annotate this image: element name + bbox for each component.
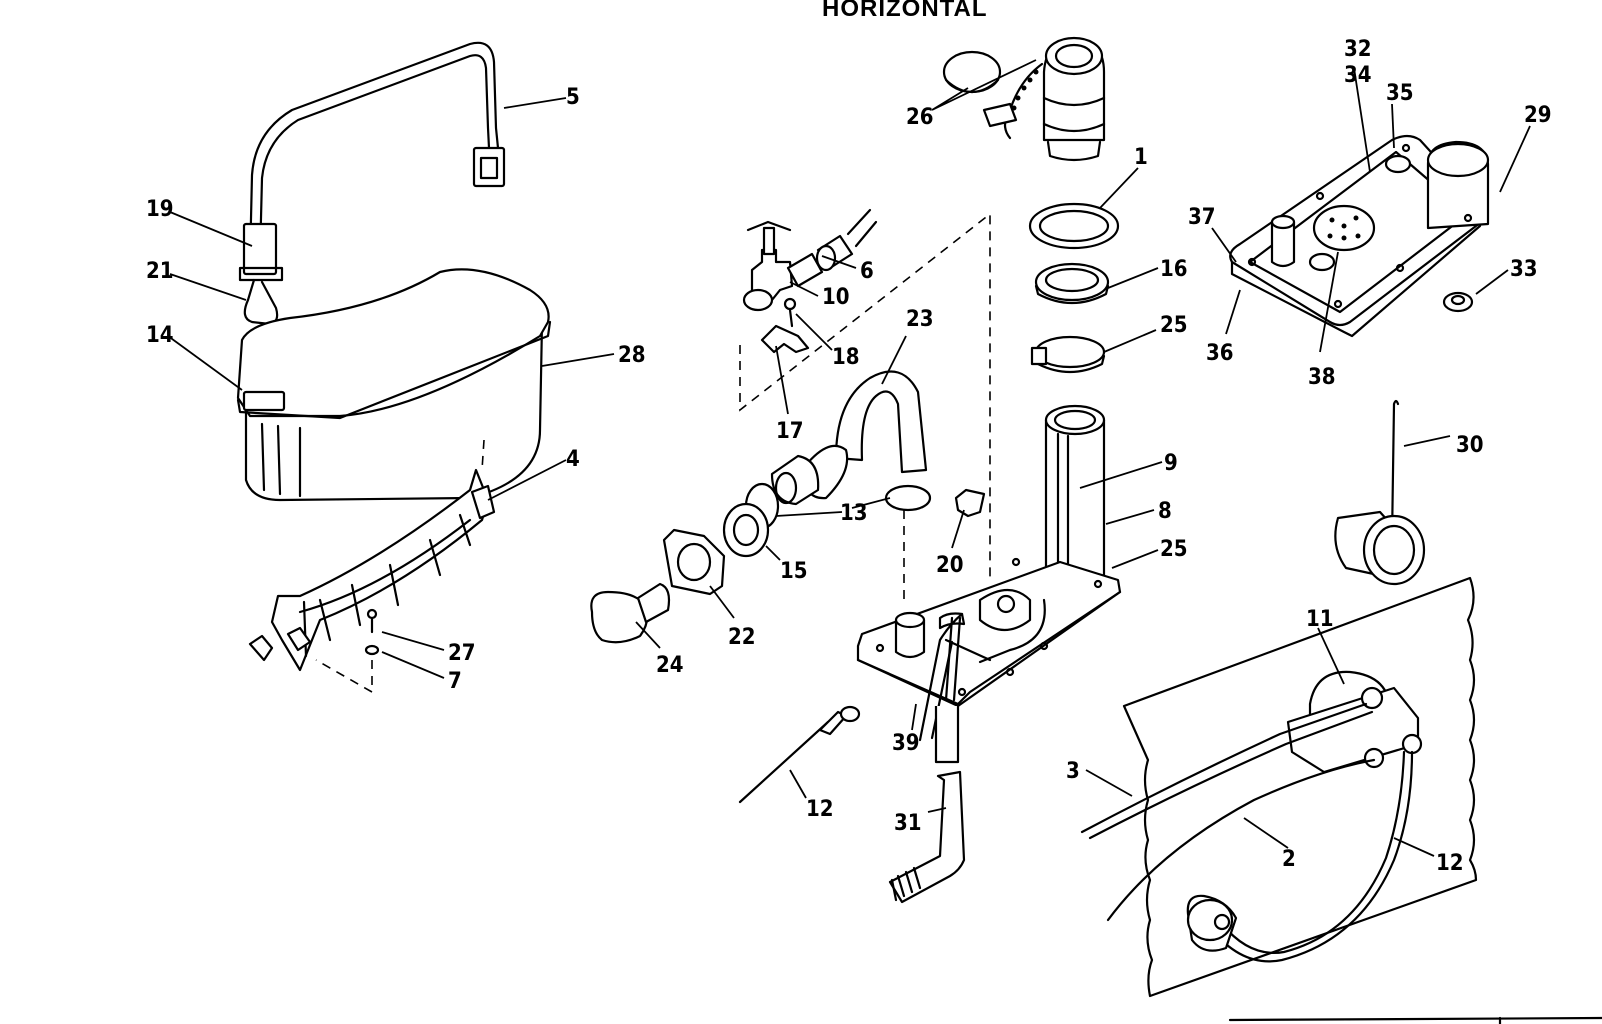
callout-22: 22 — [728, 625, 756, 650]
part-16-seal — [1034, 262, 1110, 304]
callout-9: 9 — [1164, 451, 1178, 476]
grommet-lower — [1186, 894, 1238, 952]
part-11-switch — [1286, 670, 1423, 774]
callout-13: 13 — [840, 501, 868, 526]
callout-26: 26 — [906, 105, 934, 130]
part-15-grommet — [722, 502, 770, 558]
callout-25-lower: 25 — [1160, 537, 1188, 562]
part-23-fuel-hose — [834, 370, 928, 474]
callout-14: 14 — [146, 323, 174, 348]
part-30-fuel-gauge — [1334, 399, 1426, 586]
part-13-hose-clamp-2 — [884, 484, 932, 512]
part-5-tank-strap — [238, 41, 506, 282]
callout-1: 1 — [1134, 145, 1148, 170]
part-3-wire — [1080, 702, 1368, 834]
part-22-gasket-plate — [662, 528, 726, 596]
engine-panel — [1122, 576, 1478, 998]
part-12-wire-right — [1210, 750, 1414, 963]
callout-37: 37 — [1188, 205, 1216, 230]
callout-7: 7 — [448, 669, 462, 694]
callout-36: 36 — [1206, 341, 1234, 366]
part-21-hook — [243, 278, 279, 326]
callout-33: 33 — [1510, 257, 1538, 282]
part-33-nut — [1442, 291, 1474, 313]
part-24-cap-knob — [590, 582, 671, 644]
callout-31: 31 — [894, 811, 922, 836]
part-29-cover-plate — [1229, 134, 1490, 338]
part-25-hose-clamp-upper — [1030, 335, 1106, 374]
callout-4: 4 — [566, 447, 580, 472]
diagram-title: HORIZONTAL — [822, 0, 988, 22]
fuel-sender-plate — [856, 557, 1122, 708]
callout-34: 34 — [1344, 63, 1372, 88]
callout-27: 27 — [448, 641, 476, 666]
callout-23: 23 — [906, 307, 934, 332]
callout-12-right: 12 — [1436, 851, 1464, 876]
callout-8: 8 — [1158, 499, 1172, 524]
callout-30: 30 — [1456, 433, 1484, 458]
callout-20: 20 — [936, 553, 964, 578]
part-17-clip — [760, 324, 810, 354]
callout-6: 6 — [860, 259, 874, 284]
part-7-washer — [364, 644, 380, 656]
callout-18: 18 — [832, 345, 860, 370]
callout-17: 17 — [776, 419, 804, 444]
callout-16: 16 — [1160, 257, 1188, 282]
part-39-pickup-tube — [918, 612, 964, 742]
callout-10: 10 — [822, 285, 850, 310]
part-4-tank-bracket — [248, 468, 496, 672]
callout-3: 3 — [1066, 759, 1080, 784]
callout-12-left: 12 — [806, 797, 834, 822]
part-26-filler-cap — [942, 36, 1106, 162]
part-12-wire — [738, 705, 861, 804]
part-18-screw — [783, 297, 797, 328]
part-27-screw — [366, 608, 378, 634]
part-20-clip — [954, 488, 986, 518]
callout-15: 15 — [780, 559, 808, 584]
callout-35: 35 — [1386, 81, 1414, 106]
callout-38: 38 — [1308, 365, 1336, 390]
callout-21: 21 — [146, 259, 174, 284]
callout-28: 28 — [618, 343, 646, 368]
leader-lines — [167, 59, 1531, 857]
callout-25-upper: 25 — [1160, 313, 1188, 338]
part-10-shutoff-valve — [742, 220, 824, 312]
part-2-wire — [1106, 758, 1376, 922]
part-31-drain-tube — [888, 706, 966, 904]
callout-39: 39 — [892, 731, 920, 756]
callout-24: 24 — [656, 653, 684, 678]
callout-2: 2 — [1282, 847, 1296, 872]
callout-19: 19 — [146, 197, 174, 222]
frame-line — [1228, 1016, 1602, 1022]
part-28-fuel-tank — [236, 268, 552, 502]
callout-11: 11 — [1306, 607, 1334, 632]
callout-29: 29 — [1524, 103, 1552, 128]
callout-labels: 5 19 21 14 28 4 27 7 26 1 6 10 18 17 23 … — [146, 37, 1552, 876]
part-1-gasket — [1028, 202, 1120, 250]
callout-32: 32 — [1344, 37, 1372, 62]
callout-5: 5 — [566, 85, 580, 110]
